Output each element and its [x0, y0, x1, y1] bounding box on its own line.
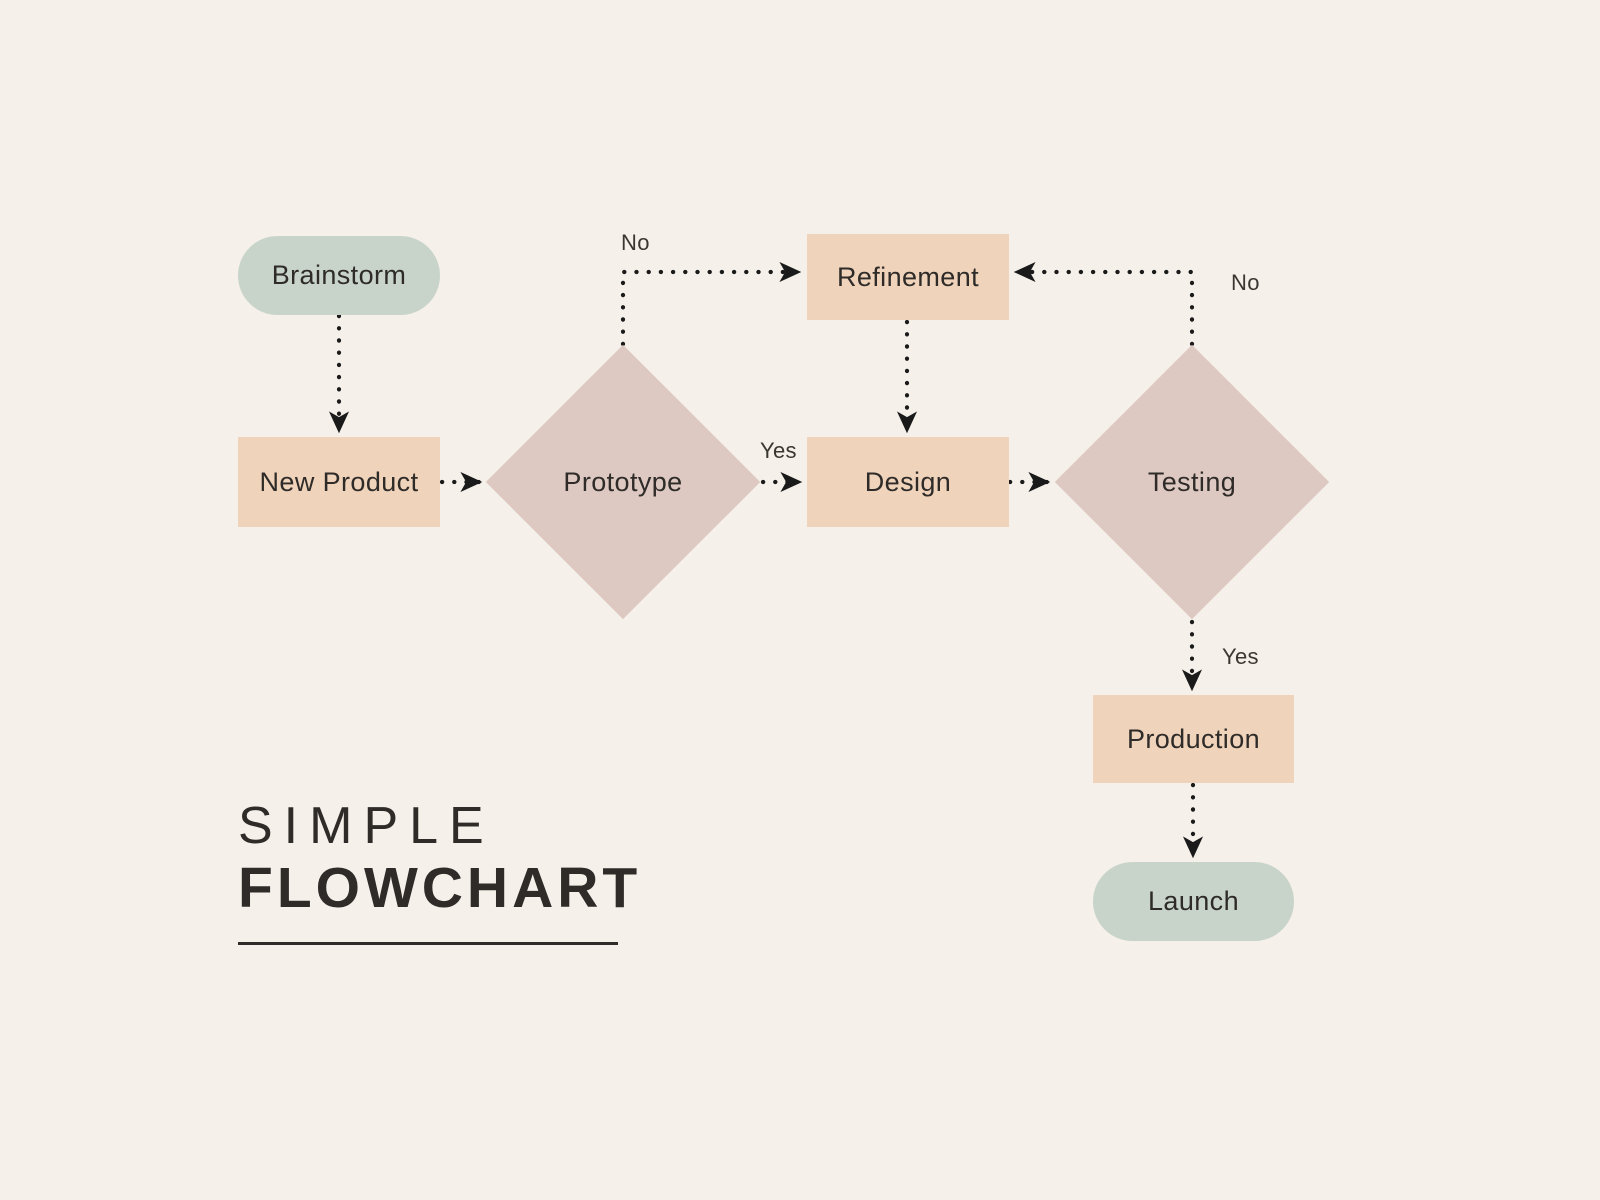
node-production[interactable]: Production — [1093, 695, 1294, 783]
node-launch-label: Launch — [1148, 886, 1239, 916]
node-new-product[interactable]: New Product — [238, 437, 440, 527]
title-underline — [238, 941, 618, 945]
edge-label-prototype-yes: Yes — [760, 438, 797, 463]
edge-label-testing-yes: Yes — [1222, 644, 1259, 669]
node-refinement[interactable]: Refinement — [807, 234, 1009, 320]
edge-label-testing-no: No — [1231, 270, 1260, 295]
node-prototype-label: Prototype — [563, 466, 683, 497]
node-design-label: Design — [864, 466, 952, 497]
title-line-simple: SIMPLE — [238, 797, 495, 855]
node-launch[interactable]: Launch — [1093, 862, 1294, 941]
node-brainstorm-label: Brainstorm — [271, 260, 407, 290]
node-testing[interactable]: Testing — [1054, 344, 1330, 620]
edge-testing-no-to-refinement — [1013, 261, 1195, 347]
title-line-flowchart: FLOWCHART — [238, 856, 642, 921]
node-testing-label: Testing — [1147, 466, 1237, 497]
node-brainstorm[interactable]: Brainstorm — [238, 236, 440, 315]
node-refinement-label: Refinement — [836, 261, 980, 292]
edge-label-prototype-no: No — [621, 230, 650, 255]
node-new-product-label: New Product — [259, 466, 419, 497]
node-production-label: Production — [1126, 723, 1261, 754]
edge-prototype-no-to-refinement — [620, 261, 802, 347]
node-design[interactable]: Design — [807, 437, 1009, 527]
title-block: SIMPLE FLOWCHART — [238, 798, 758, 945]
node-prototype[interactable]: Prototype — [485, 344, 761, 620]
